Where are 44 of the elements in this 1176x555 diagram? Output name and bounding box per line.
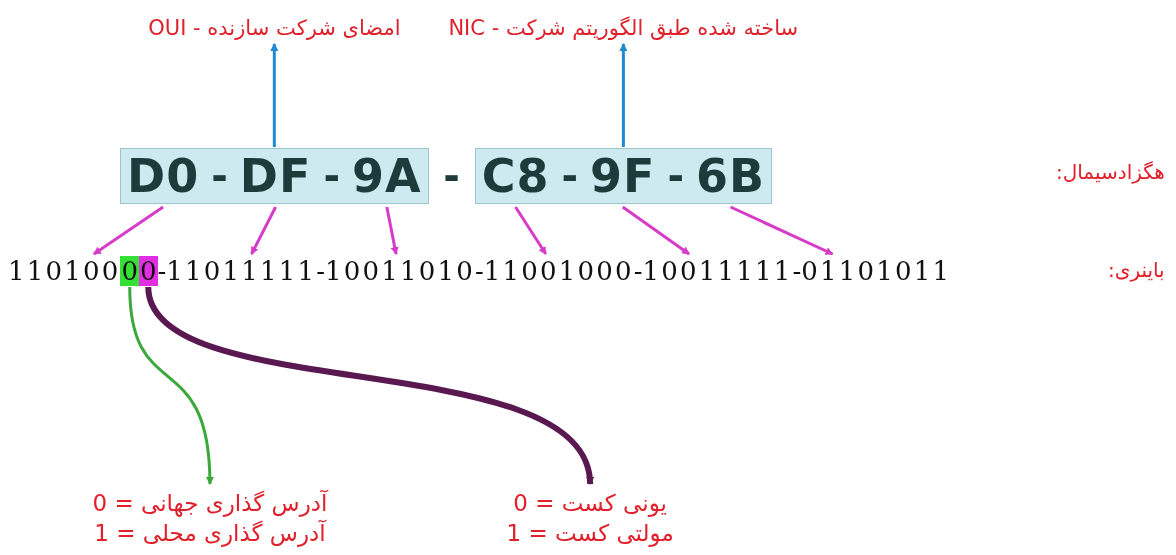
hyphen: - [792, 256, 802, 286]
hex-byte: D0 [127, 150, 200, 202]
hyphen: - [316, 256, 326, 286]
highlighted-bit: 0 [120, 256, 139, 286]
hyphen: - [443, 152, 460, 201]
hex-byte: 6B [696, 150, 766, 202]
hex-byte: 9A [352, 150, 422, 202]
hyphen: - [561, 152, 578, 201]
hyphen: - [323, 152, 341, 201]
arrow [250, 206, 277, 255]
axis-label: باینری: [1108, 258, 1165, 282]
hyphen: - [475, 256, 484, 286]
annotation-text: آدرس گذاری محلی = 1 [93, 518, 328, 548]
annotation-text: امضای شرکت سازنده - OUI [148, 16, 401, 40]
binary-byte: 11001000 [483, 256, 634, 286]
arrow [145, 286, 593, 485]
arrow [270, 43, 279, 147]
annotation-text: یونی کست = 0 [512, 489, 668, 518]
arrow [93, 205, 164, 256]
binary-byte: 110100 [8, 256, 121, 286]
axis-label: هگزادسیمال: [1056, 160, 1165, 184]
hex-byte: 9F [590, 150, 656, 202]
hyphen: - [633, 256, 643, 286]
arrow [128, 286, 214, 485]
binary-byte: 10011111 [642, 256, 793, 286]
annotation-text: آدرس گذاری جهانی = 0 [92, 489, 328, 518]
arrow [621, 205, 690, 256]
annotation-text: ساخته شده طبق الگوریتم شرکت - NIC [448, 16, 799, 40]
hyphen: - [667, 152, 685, 201]
arrow [729, 205, 834, 256]
binary-byte: 11011111 [166, 256, 317, 286]
arrow [619, 43, 628, 147]
highlighted-bit: 0 [139, 256, 158, 286]
hex-group-box [474, 148, 773, 204]
binary-byte: 10011010 [325, 256, 475, 286]
hex-byte: DF [239, 150, 312, 202]
hex-group-box [120, 148, 429, 204]
arrow [385, 206, 399, 255]
arrow [514, 206, 548, 255]
binary-byte: 01101011 [801, 256, 952, 286]
hyphen: - [157, 256, 167, 286]
hyphen: - [211, 152, 228, 201]
annotation-text: مولتی کست = 1 [506, 519, 674, 548]
hex-byte: C8 [481, 150, 550, 202]
